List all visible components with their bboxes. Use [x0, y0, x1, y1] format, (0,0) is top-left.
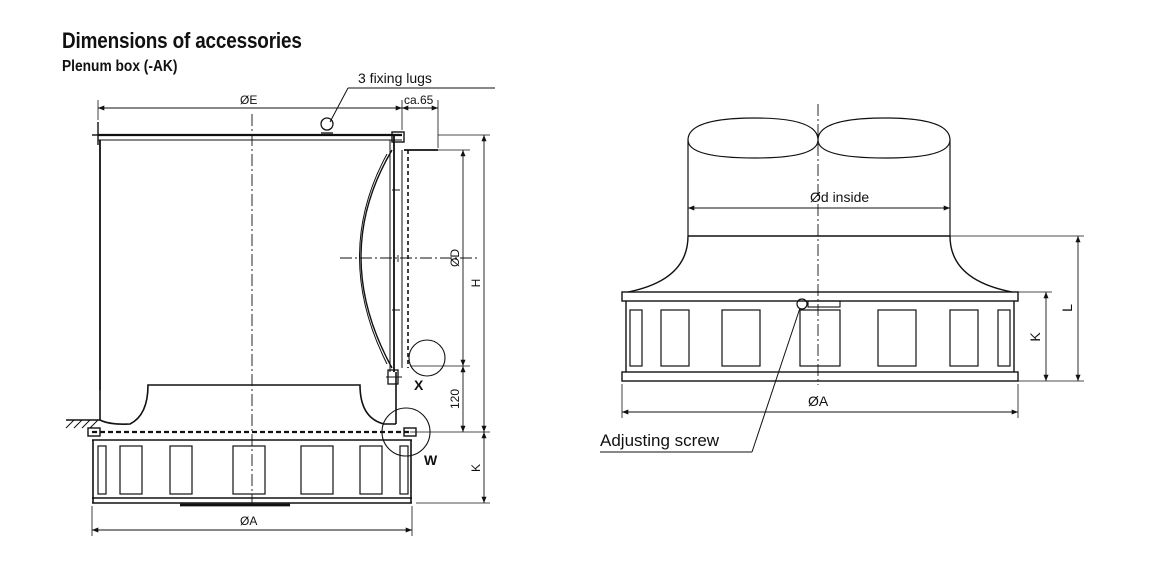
- dimension-a-label: ØA: [240, 514, 257, 528]
- dimension-e-label: ØE: [240, 93, 257, 107]
- dimension-a-right-label: ØA: [808, 393, 829, 409]
- page-subtitle: Plenum box (-AK): [62, 58, 178, 75]
- detail-w-label: W: [424, 452, 438, 468]
- plenum-box-side-view: [65, 87, 495, 536]
- detail-x-label: X: [414, 377, 424, 393]
- dimension-h-label: H: [469, 279, 483, 288]
- dimension-offset-label: ca.65: [404, 93, 434, 107]
- page-title: Dimensions of accessories: [62, 28, 302, 53]
- dimension-d-inside-label: Ød inside: [810, 189, 869, 205]
- dimension-d-label: ØD: [448, 249, 462, 267]
- dimension-k-label: K: [469, 464, 483, 472]
- dimension-l-label: L: [1059, 304, 1075, 312]
- dimension-k-right-label: K: [1027, 332, 1043, 342]
- plenum-box-3d-view: [600, 104, 1084, 453]
- dimension-120-label: 120: [448, 389, 462, 409]
- adjusting-screw-callout: Adjusting screw: [600, 431, 720, 450]
- fixing-lugs-callout: 3 fixing lugs: [358, 70, 432, 86]
